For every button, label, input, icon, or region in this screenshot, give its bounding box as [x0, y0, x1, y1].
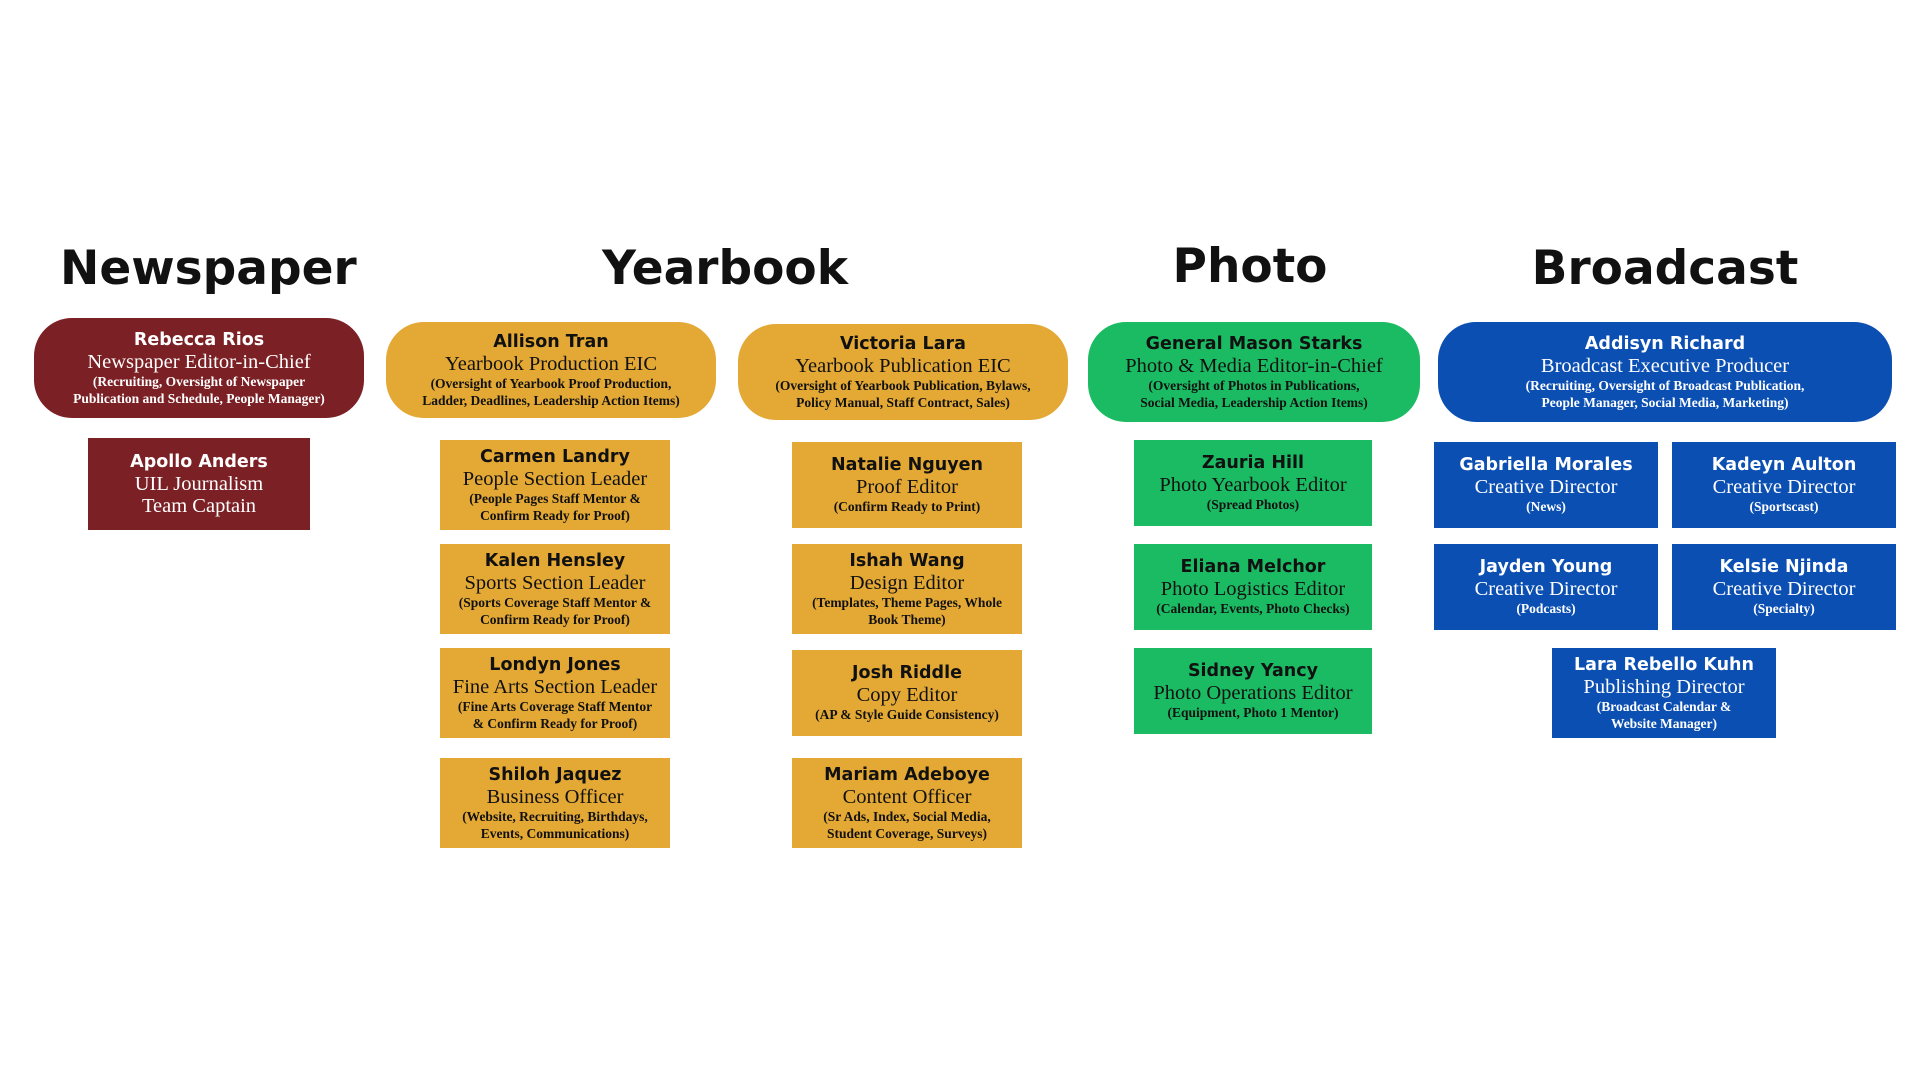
- photo-editor-card: Eliana Melchor Photo Logistics Editor (C…: [1134, 544, 1372, 630]
- broadcast-producer-desc: (Recruiting, Oversight of Broadcast Publ…: [1525, 377, 1805, 410]
- yearbook-left-desc: (Sports Coverage Staff Mentor &Confirm R…: [458, 594, 652, 627]
- yearbook-left-role: Fine Arts Section Leader: [452, 675, 658, 698]
- broadcast-director-card: Kadeyn Aulton Creative Director (Sportsc…: [1672, 442, 1896, 528]
- yearbook-right-name: Ishah Wang: [849, 550, 965, 571]
- yearbook-left-name: Shiloh Jaquez: [488, 764, 622, 785]
- newspaper-eic-name: Rebecca Rios: [133, 329, 265, 350]
- broadcast-director-desc: (Specialty): [1753, 601, 1815, 616]
- yearbook-left-role: People Section Leader: [462, 467, 648, 490]
- yearbook-left-name: Londyn Jones: [489, 654, 621, 675]
- broadcast-publishing-card: Lara Rebello Kuhn Publishing Director (B…: [1552, 648, 1776, 738]
- yearbook-left-card: Shiloh Jaquez Business Officer (Website,…: [440, 758, 670, 848]
- yearbook-right-role: Proof Editor: [856, 476, 958, 498]
- broadcast-director-name: Gabriella Morales: [1459, 455, 1633, 475]
- newspaper-eic-role: Newspaper Editor-in-Chief: [87, 350, 311, 373]
- yearbook-left-card: Kalen Hensley Sports Section Leader (Spo…: [440, 544, 670, 634]
- yearbook-left-name: Carmen Landry: [480, 446, 630, 467]
- broadcast-producer-role: Broadcast Executive Producer: [1540, 354, 1790, 377]
- yearbook-production-eic-role: Yearbook Production EIC: [444, 352, 658, 375]
- broadcast-director-name: Kelsie Njinda: [1719, 557, 1849, 577]
- broadcast-publishing-name: Lara Rebello Kuhn: [1574, 654, 1754, 675]
- broadcast-director-desc: (Podcasts): [1516, 601, 1576, 616]
- broadcast-producer-name: Addisyn Richard: [1584, 333, 1746, 354]
- photo-editor-role: Photo Logistics Editor: [1160, 578, 1346, 600]
- broadcast-producer-card: Addisyn Richard Broadcast Executive Prod…: [1438, 322, 1892, 422]
- photo-editor-desc: (Calendar, Events, Photo Checks): [1156, 601, 1350, 616]
- broadcast-director-card: Gabriella Morales Creative Director (New…: [1434, 442, 1658, 528]
- yearbook-production-eic-card: Allison Tran Yearbook Production EIC (Ov…: [386, 322, 716, 418]
- yearbook-left-role: Sports Section Leader: [464, 571, 646, 594]
- yearbook-heading: Yearbook: [602, 241, 848, 296]
- yearbook-left-name: Kalen Hensley: [484, 550, 626, 571]
- yearbook-left-card: Londyn Jones Fine Arts Section Leader (F…: [440, 648, 670, 738]
- yearbook-publication-eic-role: Yearbook Publication EIC: [795, 354, 1011, 377]
- yearbook-left-desc: (Fine Arts Coverage Staff Mentor& Confir…: [457, 698, 653, 731]
- photo-heading: Photo: [1172, 239, 1328, 294]
- photo-editor-desc: (Spread Photos): [1206, 497, 1300, 512]
- photo-editor-name: Eliana Melchor: [1180, 557, 1326, 577]
- yearbook-right-name: Josh Riddle: [852, 663, 962, 683]
- photo-eic-role: Photo & Media Editor-in-Chief: [1125, 354, 1383, 377]
- photo-editor-card: Sidney Yancy Photo Operations Editor (Eq…: [1134, 648, 1372, 734]
- yearbook-publication-eic-name: Victoria Lara: [840, 333, 966, 354]
- yearbook-right-role: Design Editor: [849, 571, 965, 594]
- yearbook-right-role: Content Officer: [842, 785, 972, 808]
- newspaper-heading: Newspaper: [60, 241, 357, 296]
- newspaper-captain-name: Apollo Anders: [130, 451, 268, 472]
- yearbook-right-role: Copy Editor: [856, 684, 958, 706]
- yearbook-publication-eic-desc: (Oversight of Yearbook Publication, Byla…: [775, 377, 1031, 410]
- yearbook-right-card: Ishah Wang Design Editor (Templates, The…: [792, 544, 1022, 634]
- broadcast-director-desc: (News): [1526, 499, 1566, 514]
- photo-editor-name: Sidney Yancy: [1187, 661, 1319, 681]
- yearbook-right-name: Natalie Nguyen: [831, 455, 983, 475]
- yearbook-production-eic-name: Allison Tran: [493, 331, 609, 352]
- photo-editor-desc: (Equipment, Photo 1 Mentor): [1167, 705, 1339, 720]
- yearbook-production-eic-desc: (Oversight of Yearbook Proof Production,…: [422, 375, 680, 408]
- newspaper-eic-card: Rebecca Rios Newspaper Editor-in-Chief (…: [34, 318, 364, 418]
- photo-editor-card: Zauria Hill Photo Yearbook Editor (Sprea…: [1134, 440, 1372, 526]
- photo-editor-role: Photo Yearbook Editor: [1159, 474, 1347, 496]
- photo-eic-card: General Mason Starks Photo & Media Edito…: [1088, 322, 1420, 422]
- broadcast-director-role: Creative Director: [1474, 578, 1618, 600]
- yearbook-left-card: Carmen Landry People Section Leader (Peo…: [440, 440, 670, 530]
- yearbook-right-card: Josh Riddle Copy Editor (AP & Style Guid…: [792, 650, 1022, 736]
- broadcast-director-role: Creative Director: [1474, 476, 1618, 498]
- broadcast-director-card: Kelsie Njinda Creative Director (Special…: [1672, 544, 1896, 630]
- broadcast-heading: Broadcast: [1531, 241, 1799, 296]
- yearbook-left-desc: (Website, Recruiting, Birthdays,Events, …: [462, 808, 648, 841]
- broadcast-director-desc: (Sportscast): [1749, 499, 1819, 514]
- yearbook-right-desc: (AP & Style Guide Consistency): [815, 707, 999, 722]
- yearbook-right-name: Mariam Adeboye: [824, 764, 990, 785]
- broadcast-director-role: Creative Director: [1712, 578, 1856, 600]
- broadcast-publishing-desc: (Broadcast Calendar &Website Manager): [1596, 698, 1732, 731]
- photo-eic-name: General Mason Starks: [1145, 333, 1363, 354]
- broadcast-publishing-role: Publishing Director: [1583, 675, 1745, 698]
- broadcast-director-role: Creative Director: [1712, 476, 1856, 498]
- broadcast-director-name: Kadeyn Aulton: [1711, 455, 1857, 475]
- broadcast-director-card: Jayden Young Creative Director (Podcasts…: [1434, 544, 1658, 630]
- yearbook-right-card: Natalie Nguyen Proof Editor (Confirm Rea…: [792, 442, 1022, 528]
- broadcast-director-name: Jayden Young: [1479, 557, 1613, 577]
- photo-editor-name: Zauria Hill: [1201, 453, 1305, 473]
- yearbook-publication-eic-card: Victoria Lara Yearbook Publication EIC (…: [738, 324, 1068, 420]
- yearbook-right-card: Mariam Adeboye Content Officer (Sr Ads, …: [792, 758, 1022, 848]
- photo-editor-role: Photo Operations Editor: [1153, 682, 1353, 704]
- yearbook-right-desc: (Sr Ads, Index, Social Media,Student Cov…: [823, 808, 991, 841]
- yearbook-left-desc: (People Pages Staff Mentor &Confirm Read…: [469, 490, 641, 523]
- photo-eic-desc: (Oversight of Photos in Publications,Soc…: [1140, 377, 1368, 410]
- yearbook-left-role: Business Officer: [486, 785, 624, 808]
- yearbook-right-desc: (Confirm Ready to Print): [833, 499, 981, 514]
